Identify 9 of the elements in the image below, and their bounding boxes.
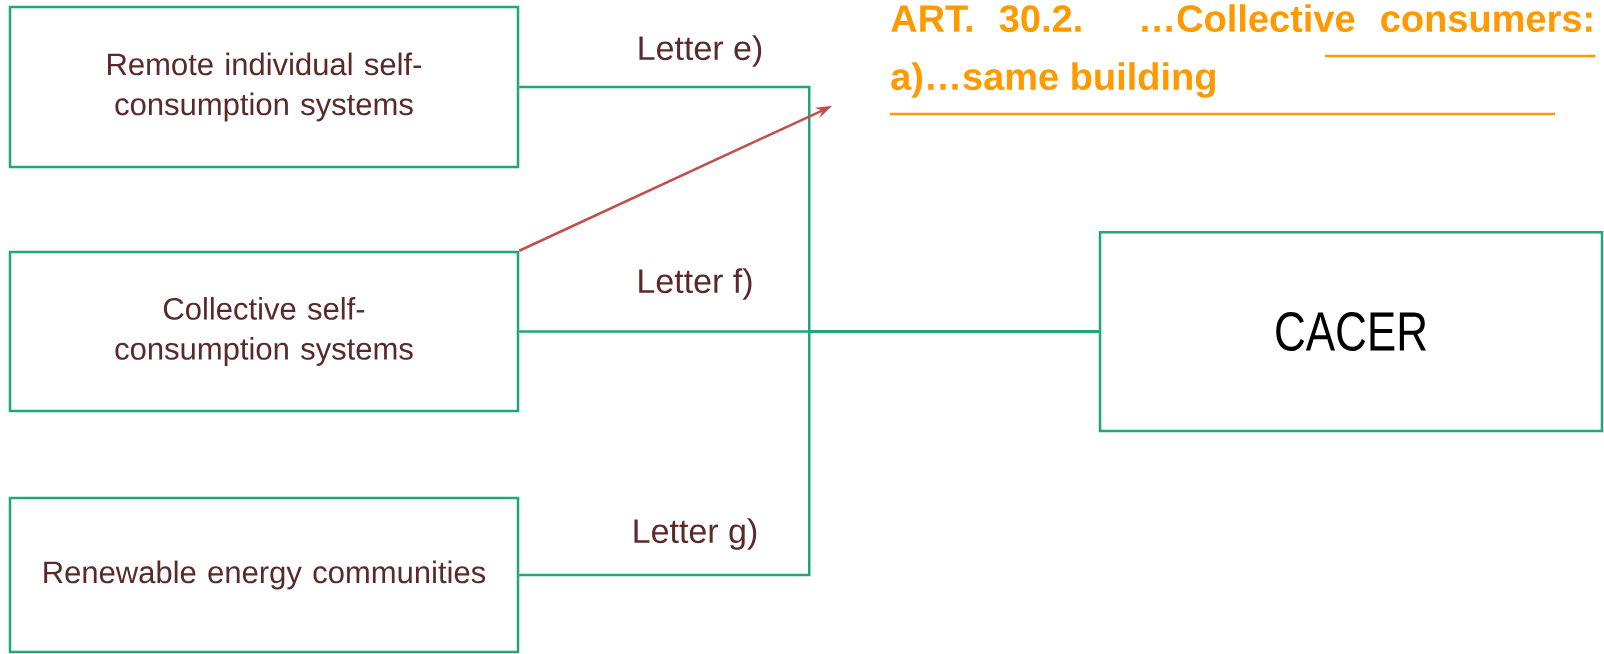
edge-label: Letter e) (634, 33, 766, 69)
note-text: ART. 30.2. …Collective consumers: a)…same building (891, 4, 1592, 98)
connector (519, 330, 1099, 577)
text-box: Collective self-consumption systems (8, 250, 520, 413)
edge-label: Letter f) (634, 266, 756, 302)
text-box: Remote individual self-consumption systems (8, 5, 520, 169)
edge-label: Letter g) (629, 516, 761, 552)
text-box: CACER (1098, 230, 1604, 433)
text-box: Renewable energy communities (8, 496, 520, 654)
